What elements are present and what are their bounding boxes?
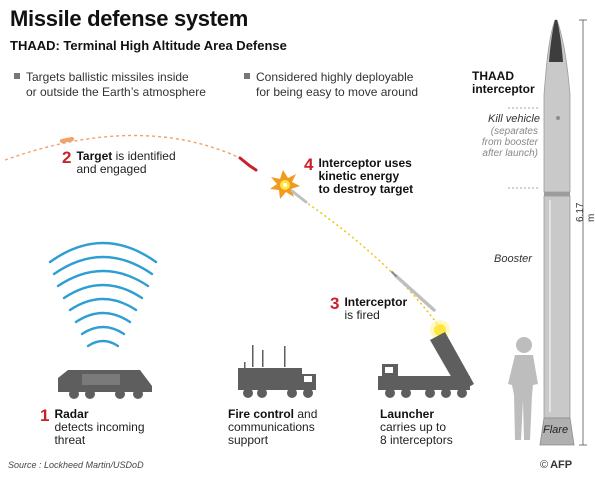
flare-label: Flare bbox=[543, 424, 569, 436]
step-number: 3 bbox=[330, 294, 340, 313]
fire-control-label: Fire control and communications support bbox=[228, 407, 318, 447]
step-number: 2 bbox=[62, 148, 72, 167]
fire-control-truck-icon bbox=[238, 345, 316, 398]
page-title: Missile defense system bbox=[10, 6, 248, 31]
height-dimension bbox=[579, 19, 587, 446]
bullet-text: Considered highly deployable bbox=[256, 70, 414, 84]
interceptor-missile-icon bbox=[290, 189, 308, 204]
target-missile-icon bbox=[60, 137, 258, 172]
bullet-square-icon bbox=[14, 73, 20, 79]
height-label: 6.17 m bbox=[575, 202, 595, 222]
launcher-label: Launcher carries up to 8 interceptors bbox=[380, 407, 453, 447]
step-number: 4 bbox=[304, 155, 314, 174]
step-number: 1 bbox=[40, 406, 50, 425]
explosion-icon bbox=[270, 170, 300, 199]
bullet-item: Considered highly deployable for being e… bbox=[244, 70, 418, 100]
bullet-item: Targets ballistic missiles inside or out… bbox=[14, 70, 206, 100]
interceptor-trajectory bbox=[299, 197, 439, 326]
source-note: Source : Lockheed Martin/USDoD bbox=[8, 460, 144, 470]
bullet-text: for being easy to move around bbox=[256, 85, 419, 99]
page-subtitle: THAAD: Terminal High Altitude Area Defen… bbox=[10, 38, 287, 53]
bullet-text: or outside the Earth’s atmosphere bbox=[26, 85, 206, 99]
copyright-icon: © bbox=[540, 459, 549, 471]
thaad-interceptor-icon bbox=[539, 19, 575, 446]
interceptor-flying-icon bbox=[391, 271, 436, 312]
radar-truck-icon bbox=[58, 370, 152, 399]
bullet-text: Targets ballistic missiles inside bbox=[26, 70, 189, 84]
kill-vehicle-guides bbox=[508, 107, 538, 189]
human-silhouette-icon bbox=[508, 337, 538, 440]
kill-vehicle-label: Kill vehicle bbox=[488, 113, 540, 125]
bullet-square-icon bbox=[244, 73, 250, 79]
afp-credit: ©AFP bbox=[540, 459, 573, 471]
radar-waves-icon bbox=[48, 241, 158, 348]
launcher-truck-icon bbox=[378, 332, 474, 398]
booster-label: Booster bbox=[494, 253, 532, 265]
